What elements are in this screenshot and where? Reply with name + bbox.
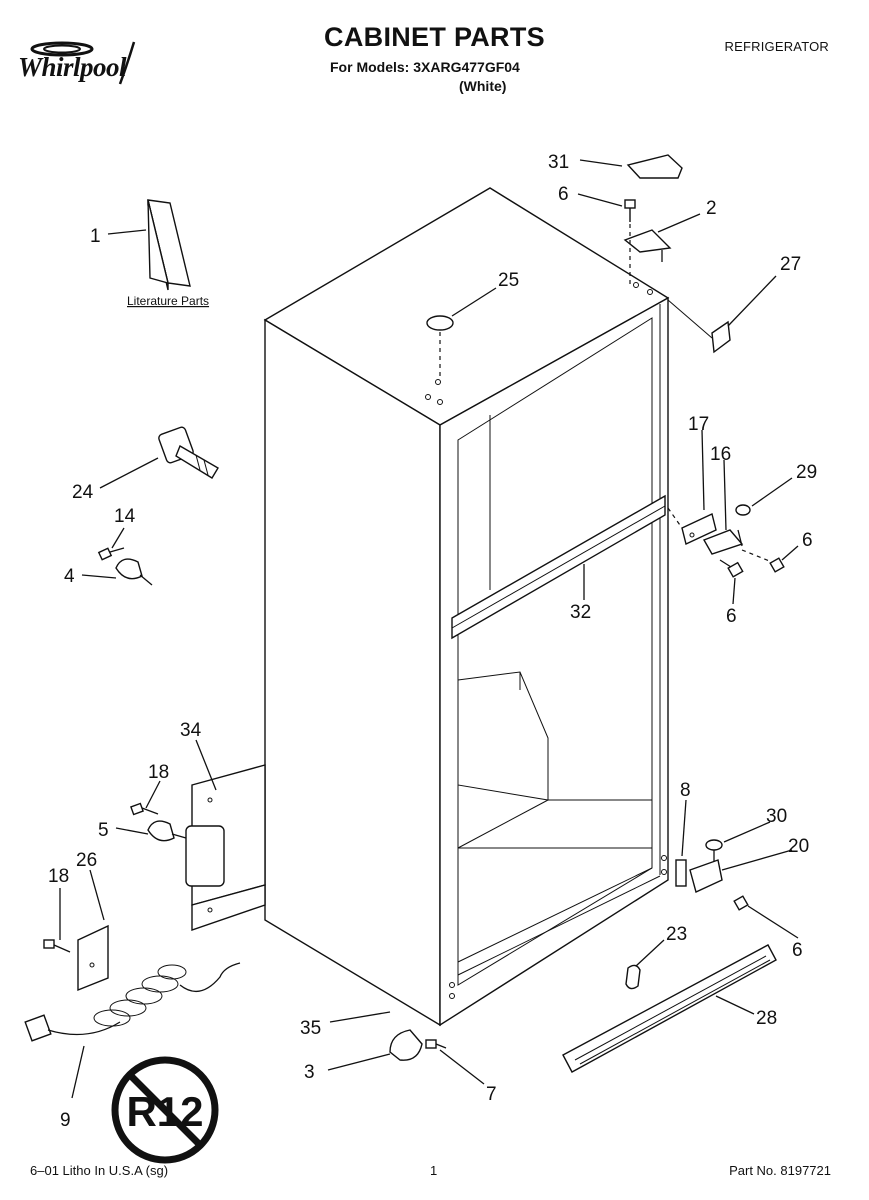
callout-20: 20 [788,836,809,857]
hinge-screw-center-right [741,549,785,573]
cord-clamp-4 [115,558,143,580]
callout-8: 8 [680,780,691,801]
callout-4: 4 [64,566,75,587]
callout-leaders [59,159,799,1099]
callout-27: 27 [780,254,801,275]
lower-hinge [689,859,723,893]
rear-roller [389,1029,423,1061]
callout-30: 30 [766,806,787,827]
toe-grille [562,944,777,1073]
part-number: Part No. 8197721 [729,1163,831,1178]
literature-parts-label: Literature Parts [127,294,209,308]
hinge-trim [711,320,731,354]
hinge-cover-cap [626,154,683,179]
callout-6-top: 6 [558,184,569,205]
cord-cover-plate [77,924,109,992]
lower-hinge-spacer [675,859,687,887]
callout-26: 26 [76,850,97,871]
callout-7: 7 [486,1084,497,1105]
r12-refrigerant-badge: R12 [111,1056,219,1164]
screw-14 [97,547,125,561]
callout-9: 9 [60,1110,71,1131]
callout-2: 2 [706,198,717,219]
callout-6-lower: 6 [792,940,803,961]
page-number: 1 [430,1163,438,1178]
appliance-type: REFRIGERATOR [724,39,829,54]
callout-1: 1 [90,226,101,247]
callout-5: 5 [98,820,109,841]
r12-badge-text: R12 [126,1088,203,1135]
rear-access-panel [185,764,266,931]
callout-18-lower: 18 [48,866,69,887]
callout-29: 29 [796,462,817,483]
callout-25: 25 [498,270,519,291]
print-info: 6–01 Litho In U.S.A (sg) [30,1163,169,1178]
whirlpool-logo-swirl-icon [30,41,136,85]
hinge-screw-top [624,199,636,222]
hinge-screw-lower [733,895,749,911]
callout-numbers: 1 31 6 2 27 25 24 14 4 17 16 29 6 6 32 3… [48,152,817,1131]
callout-32: 32 [570,602,591,623]
cabinet-body [263,187,670,1027]
roller-screw [425,1039,447,1049]
brand-logo: Whirlpool [18,52,127,82]
page-title: CABINET PARTS [324,22,545,52]
callout-6-hinge-lower: 6 [726,606,737,627]
model-color: (White) [459,78,507,94]
callout-16: 16 [710,444,731,465]
callout-6-hinge-right: 6 [802,530,813,551]
grille-clip [625,964,641,990]
upper-hinge [623,229,672,253]
callout-17: 17 [688,414,709,435]
callout-28: 28 [756,1008,777,1029]
plug-button [426,315,454,378]
callout-24: 24 [72,482,94,503]
hinge-screw-center-lower [719,559,744,578]
callout-3: 3 [304,1062,315,1083]
lower-hinge-washer [705,839,723,851]
power-cord [24,962,241,1042]
screw-18-lower [43,939,71,953]
cord-clamp-5 [147,820,175,842]
callout-14: 14 [114,506,136,527]
callout-23: 23 [666,924,687,945]
literature-booklet [147,199,191,291]
callout-35: 35 [300,1018,321,1039]
hinge-washer [735,504,751,516]
callout-18-upper: 18 [148,762,169,783]
callout-31: 31 [548,152,569,173]
leveling-bolt [158,426,219,479]
screw-18-upper [130,802,159,816]
model-numbers: For Models: 3XARG477GF04 [330,59,520,75]
callout-34: 34 [180,720,202,741]
